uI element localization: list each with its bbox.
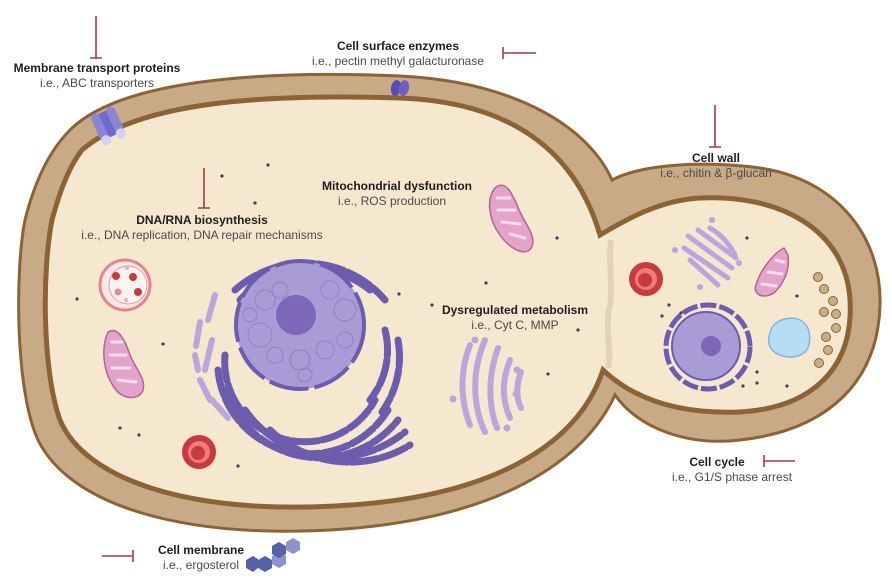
target-title: Cell membrane	[157, 543, 245, 557]
ribosome-dot	[679, 311, 683, 315]
target-label-metabolism: Dysregulated metabolism i.e., Cyt C, MMP	[440, 303, 590, 333]
ribosome-dot	[795, 294, 799, 298]
inhibitor-icon	[709, 105, 721, 148]
target-label-cell-surface-enzymes: Cell surface enzymes i.e., pectin methyl…	[296, 39, 500, 69]
ribosome-dot	[266, 163, 270, 167]
target-example: i.e., ergosterol	[162, 558, 240, 572]
ribosome-dot	[137, 433, 141, 437]
target-label-membrane-transport: Membrane transport proteins i.e., ABC tr…	[0, 61, 194, 91]
ribosome-dot	[546, 372, 550, 376]
abc-transporter-icon	[90, 106, 126, 146]
ribosome-dot	[220, 174, 224, 178]
inhibitor-markers	[90, 16, 795, 562]
inhibitor-icon	[102, 550, 134, 562]
ribosomes	[75, 163, 799, 468]
ribosome-dot	[555, 236, 559, 240]
endoplasmic-reticulum	[214, 259, 414, 466]
ribosome-dot	[253, 201, 257, 205]
ergosterol-icon	[246, 538, 300, 572]
golgi-bud	[672, 217, 742, 290]
inhibitor-icon	[502, 47, 536, 59]
mitochondrion-bud	[754, 247, 790, 297]
nucleolus	[276, 295, 316, 335]
ribosome-dot	[667, 303, 671, 307]
surface-enzyme-icon	[390, 80, 410, 96]
lysosome-bud	[629, 262, 663, 296]
ribosome-dot	[397, 292, 401, 296]
chromatin	[242, 280, 357, 383]
target-title: Mitochondrial dysfunction	[322, 179, 472, 193]
mitochondrion	[103, 329, 145, 399]
nucleus-main	[214, 259, 414, 466]
mitochondrion	[488, 184, 534, 253]
target-label-cell-cycle: Cell cycle i.e., G1/S phase arrest	[664, 454, 800, 485]
ribosome-dot	[118, 426, 122, 430]
ribosome-dot	[576, 328, 580, 332]
cell-membrane-line	[42, 94, 853, 510]
target-example: i.e., ABC transporters	[39, 76, 155, 90]
ribosome-dot	[161, 342, 165, 346]
target-title: Dysregulated metabolism	[441, 303, 589, 317]
peroxisome	[98, 258, 152, 312]
target-label-cell-wall: Cell wall i.e., chitin & β-glucan	[646, 151, 786, 181]
ribosome-dot	[484, 281, 488, 285]
inhibitor-icon	[198, 168, 210, 209]
target-example: i.e., ROS production	[337, 194, 447, 208]
vacuole	[767, 317, 811, 358]
inhibitor-icon	[763, 455, 795, 467]
golgi-left	[192, 292, 231, 421]
target-example: i.e., G1/S phase arrest	[671, 470, 793, 484]
target-example: i.e., DNA replication, DNA repair mechan…	[81, 228, 323, 242]
ribosome-dot	[430, 303, 434, 307]
target-title: Cell cycle	[689, 455, 745, 469]
ribosome-dot	[236, 464, 240, 468]
ribosome-dot	[785, 384, 789, 388]
nucleus-bud	[663, 302, 753, 392]
target-title: Cell wall	[691, 151, 741, 165]
ribosome-dot	[75, 297, 79, 301]
ribosome-dot	[660, 314, 664, 318]
ribosome-dot	[741, 384, 745, 388]
target-example: i.e., Cyt C, MMP	[471, 318, 559, 332]
nucleolus	[701, 336, 721, 356]
target-example: i.e., chitin & β-glucan	[660, 166, 772, 180]
ribosome-dot	[755, 370, 759, 374]
target-title: Membrane transport proteins	[13, 61, 181, 75]
inhibitor-icon	[90, 16, 102, 59]
target-label-mitochondrial: Mitochondrial dysfunction i.e., ROS prod…	[322, 179, 472, 209]
secretory-vesicles	[813, 272, 841, 368]
lysosome	[182, 435, 216, 469]
target-title: DNA/RNA biosynthesis	[136, 213, 268, 227]
target-label-dna-rna: DNA/RNA biosynthesis i.e., DNA replicati…	[66, 213, 338, 243]
target-label-cell-membrane: Cell membrane i.e., ergosterol	[140, 543, 262, 573]
target-example: i.e., pectin methyl galacturonase	[311, 54, 485, 68]
septum	[604, 239, 615, 369]
golgi-center	[449, 336, 524, 435]
ribosome-dot	[745, 236, 749, 240]
target-title: Cell surface enzymes	[336, 39, 460, 53]
ribosome-dot	[755, 381, 759, 385]
